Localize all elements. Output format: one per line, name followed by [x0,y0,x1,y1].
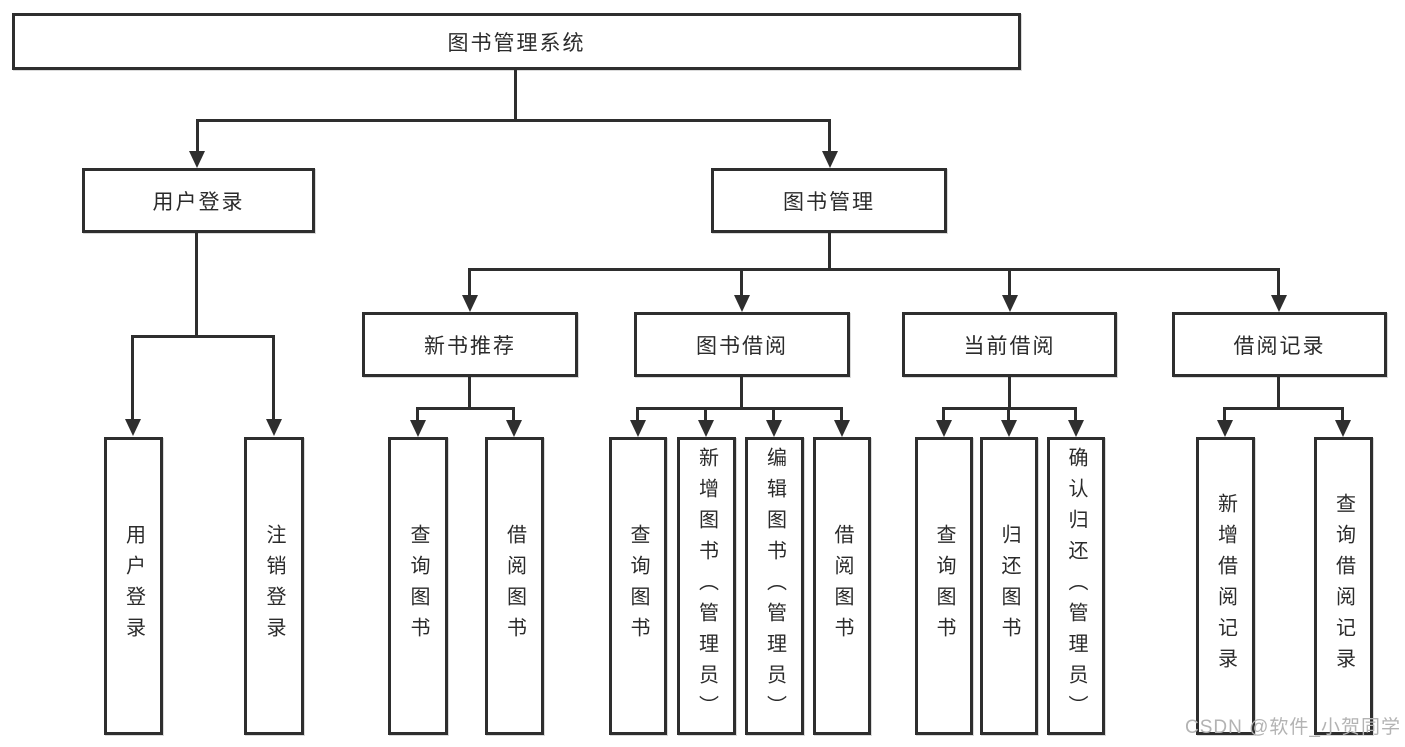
leaf-query-book-borrow: 查询图书 [609,437,667,735]
arrowhead-down [698,420,714,437]
connector-root-trunk [514,70,517,121]
connector-g2-stem-1 [636,407,639,421]
node-borrow-records-label: 借阅记录 [1233,334,1326,358]
leaf-label: 查询图书 [407,524,429,648]
connector-g4-split [1223,407,1344,410]
connector-g4-stem-2 [1341,407,1344,421]
leaf-borrow-book: 借阅图书 [813,437,871,735]
leaf-label: 借阅图书 [831,524,853,648]
connector-stem-current-borrow [1008,268,1011,296]
connector-level2-split [196,119,831,122]
connector-stem-book-borrow [740,268,743,296]
leaf-label: 查询图书 [933,524,955,648]
arrowhead-down [1068,420,1084,437]
node-current-borrow-label: 当前借阅 [963,334,1056,358]
connector-stem-leaf-logout [272,335,275,420]
connector-g2-trunk [740,377,743,409]
arrowhead-down [125,419,141,436]
node-book-mgmt-label: 图书管理 [783,190,875,214]
arrowhead-down [410,420,426,437]
arrowhead-down [1002,295,1018,312]
connector-stem-new-book [468,268,471,296]
connector-g1-stem-2 [512,407,515,421]
node-book-borrow: 图书借阅 [634,312,850,377]
leaf-return-book: 归还图书 [980,437,1038,735]
node-root: 图书管理系统 [12,13,1021,70]
leaf-confirm-return-admin: 确认归还（管理员） [1047,437,1105,735]
csdn-watermark: CSDN @软件_小贺同学 [1185,717,1401,738]
node-new-book-recommend-label: 新书推荐 [424,334,516,358]
node-current-borrow: 当前借阅 [902,312,1117,377]
connector-g3-stem-2 [1007,407,1010,421]
connector-g3-stem-1 [942,407,945,421]
arrowhead-down [834,420,850,437]
arrowhead-down [189,151,205,168]
arrowhead-down [936,420,952,437]
connector-g3-stem-3 [1074,407,1077,421]
leaf-add-book-admin: 新增图书（管理员） [677,437,736,735]
leaf-label: 确认归还（管理员） [1065,446,1087,726]
leaf-borrow-book-recommend: 借阅图书 [485,437,544,735]
node-borrow-records: 借阅记录 [1172,312,1387,377]
connector-stem-borrow-records [1277,268,1280,296]
node-user-login-label: 用户登录 [152,190,245,214]
connector-g4-stem-1 [1223,407,1226,421]
connector-stem-leaf-login [131,335,134,420]
connector-g4-trunk [1277,377,1280,409]
arrowhead-down [822,151,838,168]
connector-stem-user-login [196,119,199,152]
node-new-book-recommend: 新书推荐 [362,312,578,377]
leaf-label: 归还图书 [998,524,1020,648]
connector-level3-split [468,268,1280,271]
node-user-login: 用户登录 [82,168,315,233]
node-book-mgmt: 图书管理 [711,168,947,233]
arrowhead-down [1271,295,1287,312]
leaf-label: 查询图书 [627,524,649,648]
connector-stem-book-mgmt [828,119,831,152]
arrowhead-down [266,419,282,436]
connector-book-mgmt-trunk [828,233,831,270]
arrowhead-down [734,295,750,312]
connector-user-login-split [131,335,274,338]
leaf-query-book-current: 查询图书 [915,437,973,735]
connector-g2-stem-3 [772,407,775,421]
leaf-label: 借阅图书 [503,524,526,648]
arrowhead-down [766,420,782,437]
connector-g2-stem-4 [840,407,843,421]
connector-g3-trunk [1008,377,1011,409]
arrowhead-down [1335,420,1351,437]
node-book-borrow-label: 图书借阅 [696,334,788,358]
leaf-label: 新增借阅记录 [1214,493,1237,679]
leaf-query-book-recommend: 查询图书 [388,437,448,735]
connector-g2-split [636,407,843,410]
connector-g1-stem-1 [416,407,419,421]
leaf-label: 查询借阅记录 [1332,493,1355,679]
connector-g1-split [416,407,515,410]
arrowhead-down [462,295,478,312]
node-root-label: 图书管理系统 [447,31,586,55]
leaf-logout: 注销登录 [244,437,304,735]
leaf-label: 新增图书（管理员） [695,446,718,726]
arrowhead-down [1001,420,1017,437]
arrowhead-down [506,420,522,437]
connector-g1-trunk [468,377,471,409]
arrowhead-down [1217,420,1233,437]
leaf-query-borrow-record: 查询借阅记录 [1314,437,1373,735]
leaf-user-login: 用户登录 [104,437,163,735]
leaf-label: 用户登录 [122,524,145,648]
arrowhead-down [630,420,646,437]
leaf-add-borrow-record: 新增借阅记录 [1196,437,1255,735]
leaf-label: 编辑图书（管理员） [763,446,786,726]
leaf-label: 注销登录 [263,524,285,648]
connector-user-login-trunk [195,233,198,337]
leaf-edit-book-admin: 编辑图书（管理员） [745,437,804,735]
connector-g2-stem-2 [704,407,707,421]
